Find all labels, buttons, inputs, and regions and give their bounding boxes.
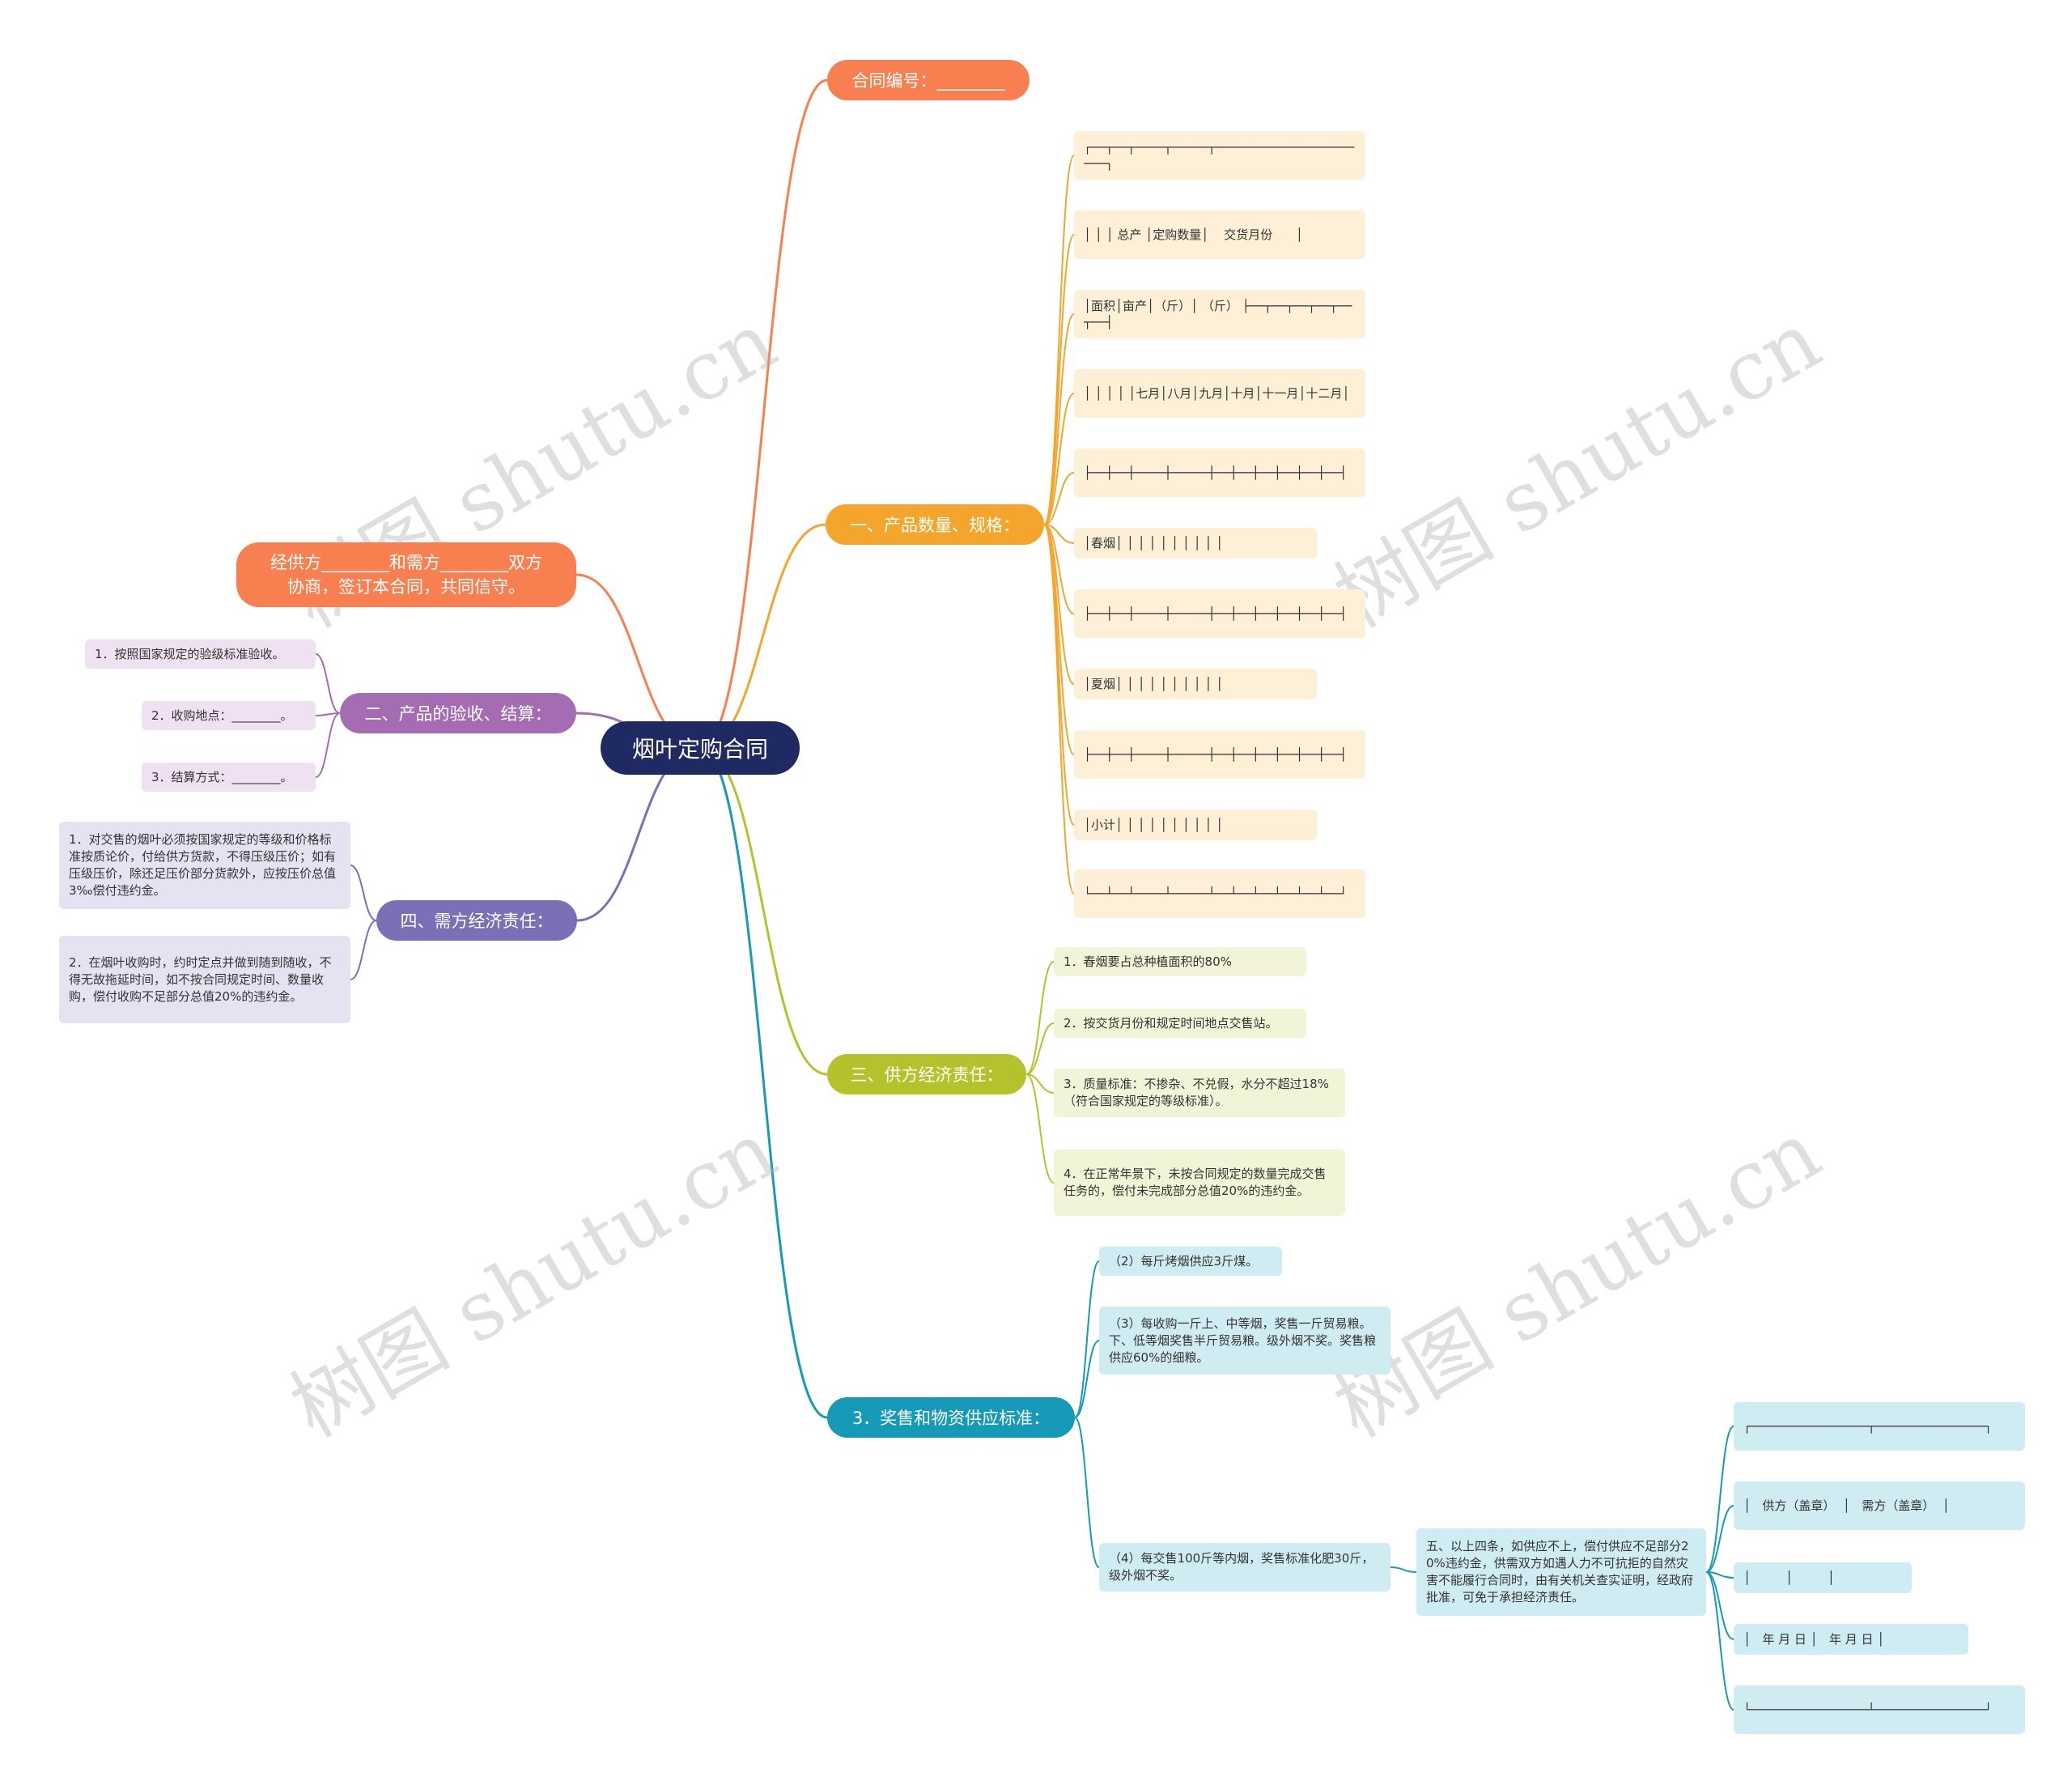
section1-row[interactable]: │面积│亩产│（斤）│ （斤） ├──┬──┬──┬──┬──┬──┤ [1074,290,1365,338]
section5-item[interactable]: （4）每交售100斤等内烟，奖售标准化肥30斤，级外烟不奖。 [1099,1543,1391,1592]
section1-row[interactable]: │ │ │ │ │七月│八月│九月│十月│十一月│十二月│ [1074,369,1365,418]
section1-row[interactable]: ┌──┬──┬────┬─────┬──────────────────────… [1074,131,1365,180]
section4-item[interactable]: 2．在烟叶收购时，约时定点并做到随到随收，不得无故拖延时间，如不按合同规定时间、… [59,936,350,1023]
section3-item[interactable]: 4．在正常年景下，未按合同规定的数量完成交售任务的，偿付未完成部分总值20%的违… [1054,1150,1345,1216]
section2-node[interactable]: 二、产品的验收、结算： [340,693,576,733]
section1-node[interactable]: 一、产品数量、规格： [826,504,1044,545]
section3-node[interactable]: 三、供方经济责任： [827,1054,1026,1094]
section5-sub-node[interactable]: 五、以上四条，如供应不上，偿付供应不足部分20%违约金，供需双方如遇人力不可抗拒… [1416,1528,1706,1616]
section1-row[interactable]: │ │ │ 总产 │定购数量│ 交货月份 │ [1074,210,1365,259]
section1-row[interactable]: ├──┼──┼────┼─────┼──┼──┼──┼──┼──┼──┤ [1074,448,1365,497]
section1-row[interactable]: │小计│ │ │ │ │ │ │ │ │ │ [1074,810,1317,840]
section1-row[interactable]: │春烟│ │ │ │ │ │ │ │ │ │ [1074,528,1317,559]
signature-row[interactable]: │ 年 月 日 │ 年 月 日 │ [1734,1624,1968,1655]
section1-row[interactable]: ├──┼──┼────┼─────┼──┼──┼──┼──┼──┼──┤ [1074,589,1365,638]
root-node[interactable]: 烟叶定购合同 [601,721,800,775]
section4-node[interactable]: 四、需方经济责任： [376,900,577,941]
section5-item[interactable]: （2）每斤烤烟供应3斤煤。 [1099,1247,1282,1276]
signature-row[interactable]: │ │ │ [1734,1562,1912,1593]
section1-row[interactable]: ├──┼──┼────┼─────┼──┼──┼──┼──┼──┼──┤ [1074,730,1365,779]
section5-node[interactable]: 3．奖售和物资供应标准： [827,1397,1075,1438]
section3-item[interactable]: 2．按交货月份和规定时间地点交售站。 [1054,1009,1306,1038]
section1-row[interactable]: │夏烟│ │ │ │ │ │ │ │ │ │ [1074,669,1317,699]
signature-row[interactable]: ┌────────────────┬───────────────┐ [1734,1402,2025,1451]
signature-row[interactable]: │ 供方（盖章） │ 需方（盖章） │ [1734,1481,2025,1530]
contract-number-node[interactable]: 合同编号：________ [827,60,1030,100]
intro-node[interactable]: 经供方________和需方________双方协商，签订本合同，共同信守。 [236,542,576,607]
section4-item[interactable]: 1．对交售的烟叶必须按国家规定的等级和价格标准按质论价，付给供方货款，不得压级压… [59,822,350,909]
section2-item[interactable]: 1．按照国家规定的验级标准验收。 [85,640,316,669]
section5-item[interactable]: （3）每收购一斤上、中等烟，奖售一斤贸易粮。下、低等烟奖售半斤贸易粮。级外烟不奖… [1099,1307,1391,1375]
section1-row[interactable]: └──┴──┴────┴─────┴──┴──┴──┴──┴──┴──┘ [1074,869,1365,918]
section3-item[interactable]: 1．春烟要占总种植面积的80% [1054,947,1306,976]
signature-row[interactable]: └────────────────┴───────────────┘ [1734,1685,2025,1734]
section2-item[interactable]: 3．结算方式：________。 [142,763,316,792]
section2-item[interactable]: 2．收购地点：________。 [142,701,316,730]
section3-item[interactable]: 3．质量标准：不掺杂、不兑假，水分不超过18%（符合国家规定的等级标准）。 [1054,1069,1345,1117]
